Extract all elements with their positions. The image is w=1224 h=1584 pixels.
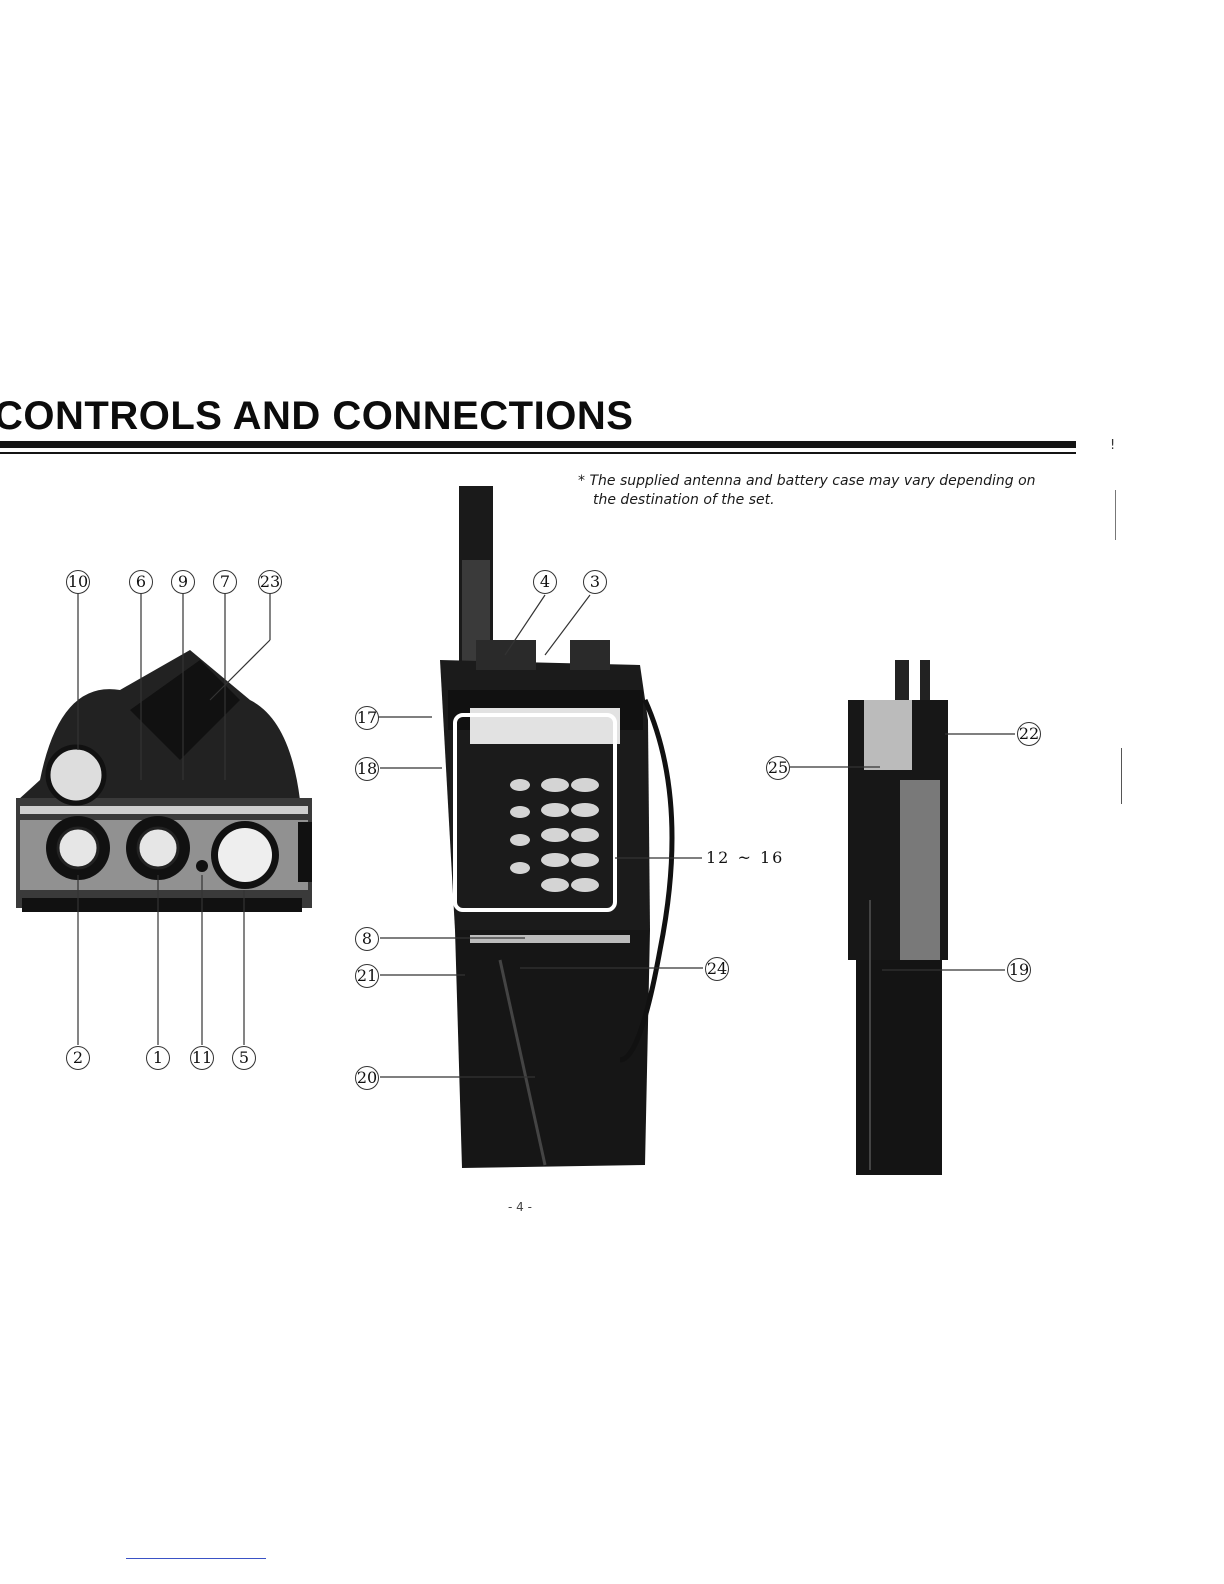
callout-2: 2 xyxy=(66,1046,90,1070)
callout-11: 11 xyxy=(190,1046,214,1070)
footer-link-line xyxy=(126,1558,266,1559)
callout-7: 7 xyxy=(213,570,237,594)
callout-18: 18 xyxy=(355,757,379,781)
callout-22: 22 xyxy=(1017,722,1041,746)
callout-23: 23 xyxy=(258,570,282,594)
callout-25: 25 xyxy=(766,756,790,780)
scan-edge-line xyxy=(1115,490,1116,540)
callout-1: 1 xyxy=(146,1046,170,1070)
callout-6: 6 xyxy=(129,570,153,594)
callout-5: 5 xyxy=(232,1046,256,1070)
scan-mark: ! xyxy=(1110,438,1115,453)
callout-21: 21 xyxy=(355,964,379,988)
top-view-drawing xyxy=(16,650,312,912)
callout-3: 3 xyxy=(583,570,607,594)
page-number: - 4 - xyxy=(508,1200,532,1214)
callout-8: 8 xyxy=(355,927,379,951)
scan-edge-line-2 xyxy=(1121,748,1122,804)
callout-4: 4 xyxy=(533,570,557,594)
side-view-drawing xyxy=(848,660,948,1175)
callout-20: 20 xyxy=(355,1066,379,1090)
callout-19: 19 xyxy=(1007,958,1031,982)
callout-17: 17 xyxy=(355,706,379,730)
callout-24: 24 xyxy=(705,957,729,981)
callout-9: 9 xyxy=(171,570,195,594)
front-view-drawing xyxy=(440,486,672,1168)
callout-12-16: 12 ~ 16 xyxy=(706,847,784,871)
callout-10: 10 xyxy=(66,570,90,594)
